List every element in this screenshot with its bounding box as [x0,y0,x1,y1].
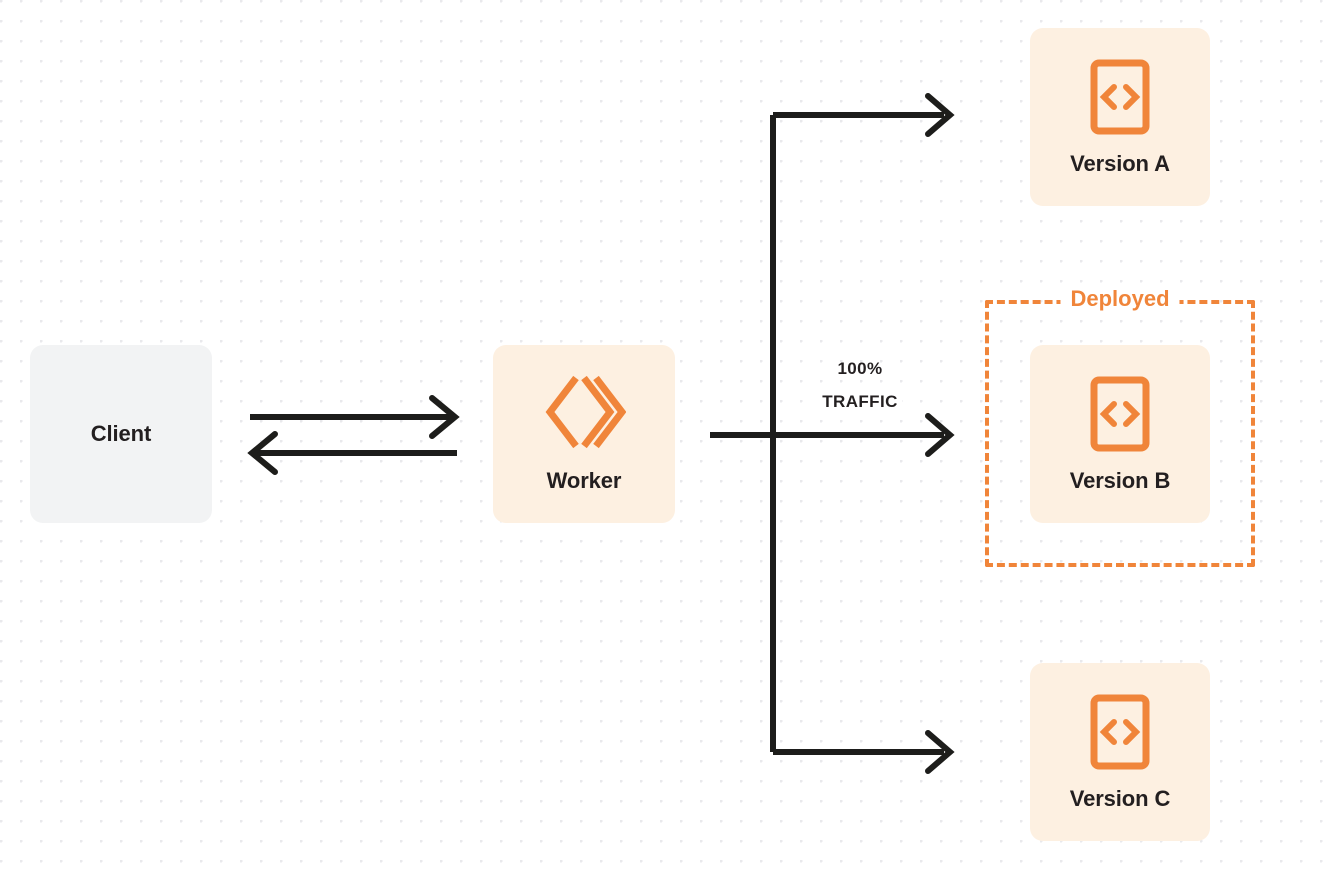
code-file-icon [1090,694,1150,770]
node-version-a[interactable]: Version A [1030,28,1210,206]
node-version-b[interactable]: Version B [1030,345,1210,523]
code-file-icon [1090,59,1150,135]
node-version-b-label: Version B [1069,468,1171,493]
traffic-percent: 100% [837,359,883,378]
node-client[interactable]: Client [30,345,212,523]
edge-arrowheads [925,93,955,774]
traffic-word-text: TRAFFIC [818,385,902,419]
node-version-c-label: Version C [1069,786,1171,811]
node-version-c[interactable]: Version C [1030,663,1210,841]
node-worker-label: Worker [546,468,622,493]
edge-worker-to-versions-trunk [710,112,944,755]
traffic-split-label: 100% TRAFFIC [795,352,925,419]
deployed-group-label: Deployed [1060,288,1180,310]
node-worker[interactable]: Worker [493,345,675,523]
code-file-icon [1090,376,1150,452]
node-client-label: Client [90,421,152,446]
traffic-word: TRAFFIC [795,385,925,419]
node-version-a-label: Version A [1070,151,1170,176]
edge-worker-to-client [247,431,457,475]
cloudflare-workers-logo-icon [542,375,626,449]
deployed-group-box: Deployed [985,288,1255,567]
edge-client-to-worker [250,395,460,439]
